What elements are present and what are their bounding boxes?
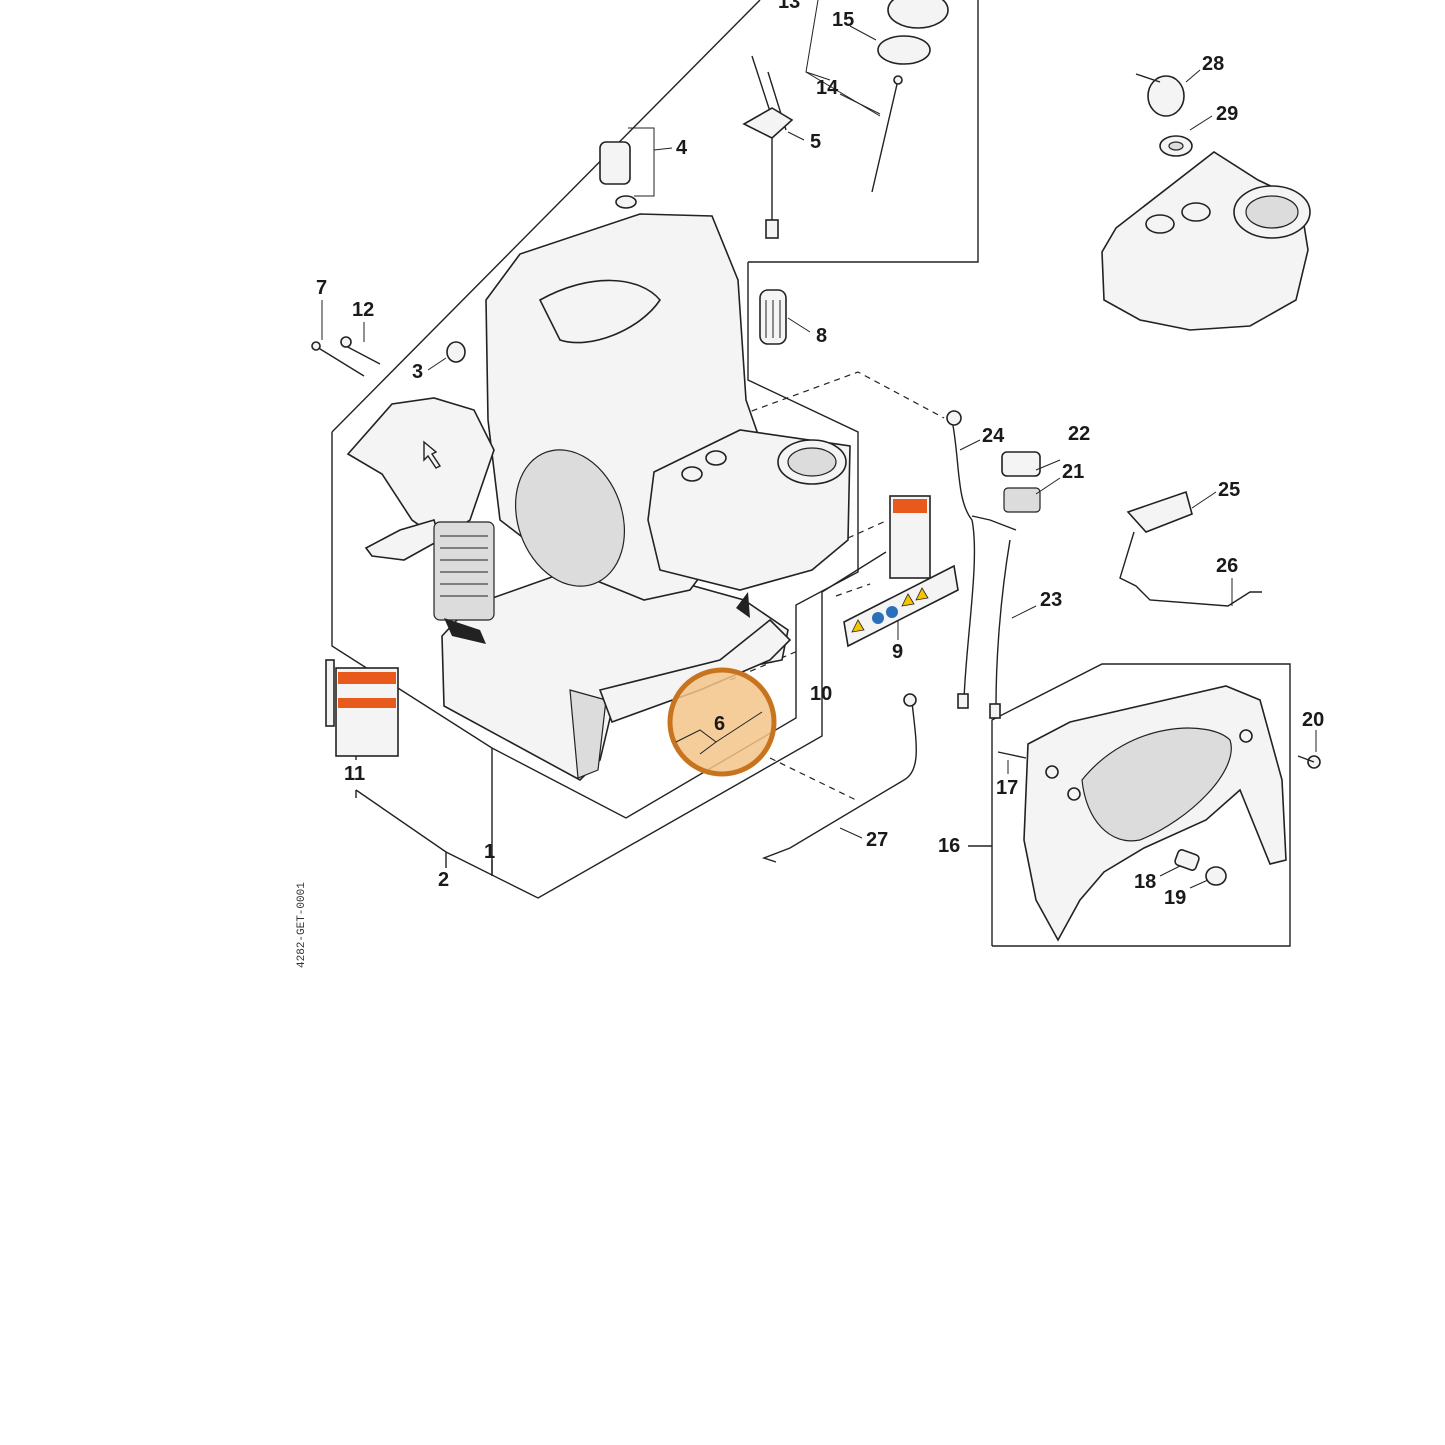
label-part-5: 5	[810, 131, 821, 153]
group-frame-lines	[331, 0, 1291, 947]
label-part-11: 11	[344, 763, 365, 785]
label-part-15: 15	[832, 9, 854, 31]
part-labels: 1 2 3 4 5 6 7 8 9 10 11 12 13 14 15 16 1…	[316, 0, 1324, 909]
label-part-22: 22	[1068, 423, 1090, 445]
label-leaders	[321, 25, 1317, 889]
label-part-6: 6	[714, 713, 725, 735]
label-part-1: 1	[484, 841, 495, 863]
label-part-12: 12	[352, 299, 374, 321]
label-part-24: 24	[982, 425, 1005, 447]
diagram-reference-code: 4282-GET-0001	[296, 882, 308, 968]
label-part-2: 2	[438, 869, 449, 891]
label-part-14: 14	[816, 77, 839, 99]
label-part-21: 21	[1062, 461, 1084, 483]
label-part-23: 23	[1040, 589, 1062, 611]
label-part-27: 27	[866, 829, 888, 851]
label-part-4: 4	[676, 137, 688, 159]
label-part-19: 19	[1164, 887, 1186, 909]
label-part-17: 17	[996, 777, 1018, 799]
label-part-13: 13	[778, 0, 800, 13]
fuel-tank	[647, 429, 851, 591]
label-part-28: 28	[1202, 53, 1224, 75]
label-part-7: 7	[316, 277, 327, 299]
label-part-8: 8	[816, 325, 827, 347]
label-part-18: 18	[1134, 871, 1156, 893]
decals	[325, 495, 959, 757]
label-part-26: 26	[1216, 555, 1238, 577]
highlight-part-6[interactable]	[667, 667, 777, 777]
label-part-10: 10	[810, 683, 832, 705]
fuel-tank-assembly-right	[1101, 73, 1311, 331]
label-part-9: 9	[892, 641, 903, 663]
label-part-25: 25	[1218, 479, 1240, 501]
label-part-16: 16	[938, 835, 960, 857]
label-part-20: 20	[1302, 709, 1324, 731]
label-part-29: 29	[1216, 103, 1238, 125]
small-parts	[311, 0, 1321, 942]
label-part-3: 3	[412, 361, 423, 383]
